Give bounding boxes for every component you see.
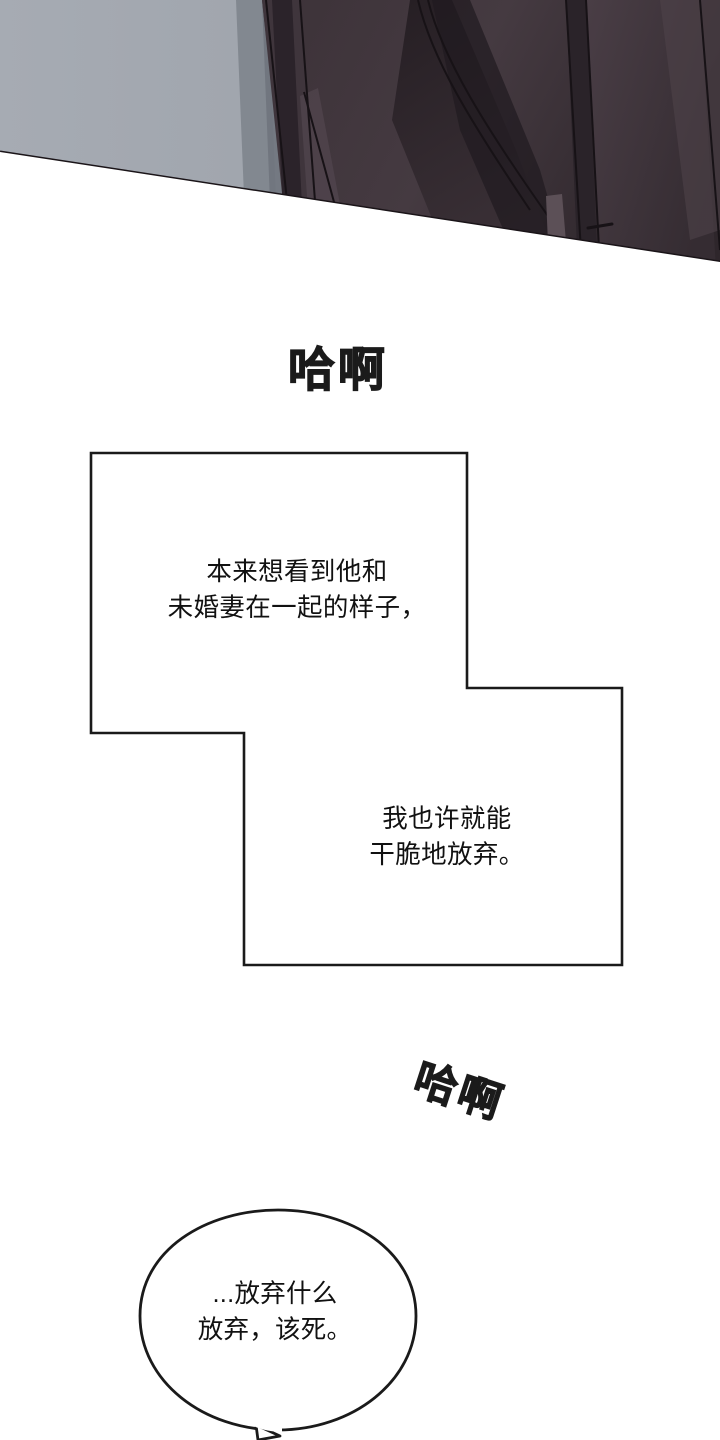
narration-box: 本来想看到他和 未婚妻在一起的样子， 我也许就能 干脆地放弃。 [85,447,633,972]
narration-box-shape [89,451,624,967]
sfx-text-middle: 哈啊 [407,1054,510,1131]
speech-bubble-outline [138,1208,418,1440]
speech-bubble: ...放弃什么 放弃，该死。 [128,1204,428,1440]
narration-line-1: 本来想看到他和 未婚妻在一起的样子， [167,558,427,622]
narration-line-2: 我也许就能 干脆地放弃。 [369,805,525,869]
speech-bubble-tail-join [253,1422,283,1432]
fabric-creases [265,0,720,262]
art-panel [0,0,720,270]
garment-clasp [546,194,566,244]
fabric-stitch-mark [586,222,614,230]
fold-center-core [432,0,568,262]
panel-bottom-whitespace [0,152,720,270]
speech-bubble-text: ...放弃什么 放弃，该死。 [197,1280,353,1345]
sfx-text-top: 哈啊 [287,343,388,398]
art-panel-illustration [0,0,720,270]
narration-box-outline [89,451,624,967]
garment-right-seam [566,0,598,262]
